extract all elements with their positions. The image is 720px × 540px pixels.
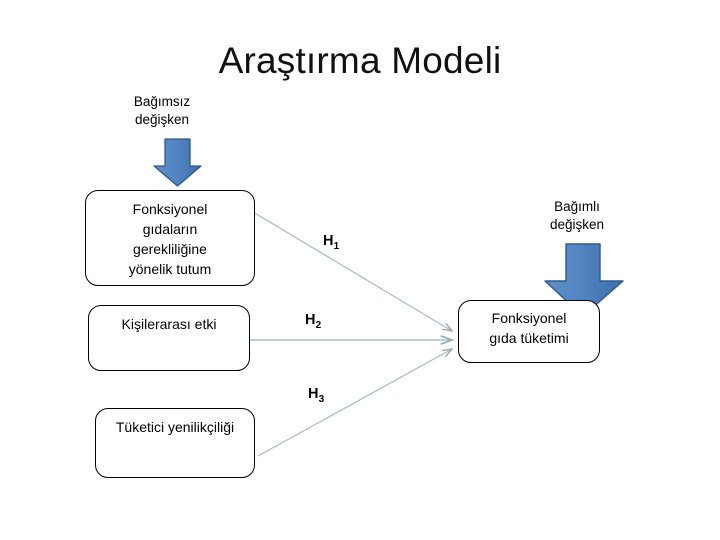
node-box-attitude[interactable]: Fonksiyonel gıdaların gerekliliğine yöne… <box>85 190 255 286</box>
node-box-consumer-innovativeness[interactable]: Tüketici yenilikçiliği <box>95 408 255 478</box>
hypothesis-index-h1: 1 <box>333 240 340 252</box>
independent-variable-label: Bağımsız değişken <box>133 94 191 127</box>
hypothesis-label-h1: H1 <box>323 233 339 252</box>
dependent-variable-label: Bağımlı değişken <box>549 199 605 232</box>
hypothesis-letter-h2: H <box>305 312 316 328</box>
hypothesis-index-h2: 2 <box>315 319 322 331</box>
node-box-functional-food-consumption[interactable]: Fonksiyonel gıda tüketimi <box>458 300 600 363</box>
hypothesis-letter-h1: H <box>323 233 334 249</box>
hypothesis-label-h3: H3 <box>308 386 324 405</box>
node-box-interpersonal-influence[interactable]: Kişilerarası etki <box>88 305 250 371</box>
hypothesis-letter-h3: H <box>308 386 319 402</box>
blue-down-arrow-icon-independent <box>153 138 202 187</box>
page-title: Araştırma Modeli <box>218 40 502 81</box>
hypothesis-index-h3: 3 <box>318 393 325 405</box>
blue-down-arrow-icon-dependent <box>544 243 624 317</box>
connector-h1 <box>252 211 452 331</box>
connector-h3 <box>257 349 452 457</box>
hypothesis-label-h2: H2 <box>305 312 321 331</box>
